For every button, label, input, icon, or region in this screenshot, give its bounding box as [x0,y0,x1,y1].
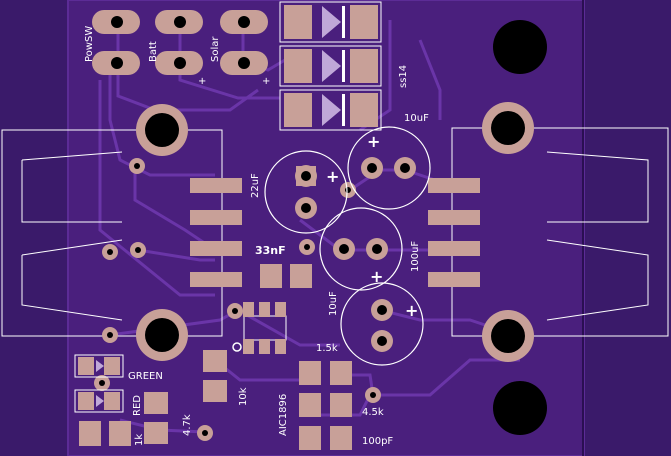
label-plus-10uf-bottom: + [405,301,418,320]
label-cap-100uf: 100uF [410,241,421,272]
label-powsw: PowSW [84,26,95,62]
label-res-4-7k: 4.7k [182,414,193,436]
label-plus-10uf-top: + [367,132,380,151]
label-ic-aic1896: AIC1896 [278,394,289,436]
mounting-holes [136,20,547,435]
ss14-diodes [279,1,382,131]
label-ss14: ss14 [398,65,409,88]
ic-aic1896 [232,302,287,354]
electrolytic-capacitors [264,126,431,366]
label-cap-22uf: 22uF [250,173,261,198]
label-plus-22uf: + [326,167,339,186]
label-cap-100pf: 100pF [362,436,393,447]
label-cap-33nf: 33nF [255,244,286,257]
board-edge-right [582,0,584,456]
label-cap-10uf-bottom: 10uF [328,291,339,316]
cap-33nf-pads [260,264,312,288]
smd-pads [79,350,352,450]
connector-outlines [1,127,669,337]
header-pads [92,10,268,75]
label-green: GREEN [128,371,163,382]
label-plus-100uf: + [370,267,383,286]
connector-smd-pads [190,178,480,287]
label-res-1k: 1k [134,434,145,446]
label-res-10k: 10k [238,387,249,406]
label-plus-batt: + [198,76,206,87]
leds [74,354,124,413]
label-cap-10uf-top: 10uF [404,113,429,124]
label-plus-solar: + [262,76,270,87]
label-batt: Batt [148,41,159,62]
label-res-4-5k: 4.5k [362,407,384,418]
label-res-1-5k: 1.5k [316,343,338,354]
label-red: RED [132,395,143,416]
label-solar: Solar [210,36,221,62]
